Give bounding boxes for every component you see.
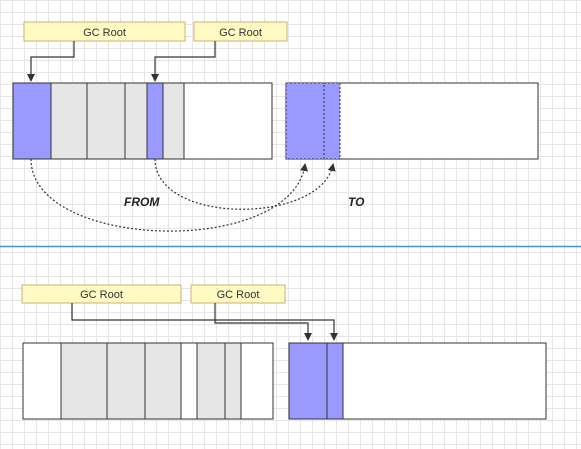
copied-object-placeholder: [323, 82, 341, 160]
bottom-gc-root-1: GC Root: [21, 284, 182, 304]
top-gc-root-1: GC Root: [23, 21, 186, 42]
bottom-panel: GC Root GC Root: [21, 284, 547, 420]
gc-root-label: GC Root: [217, 289, 260, 301]
garbage-object-block: [162, 82, 185, 160]
gc-root-box: [190, 284, 286, 304]
copy-arrow: [30, 158, 308, 232]
garbage-object-block: [124, 82, 148, 160]
to-label: TO: [348, 195, 365, 209]
garbage-object-block: [60, 342, 108, 420]
copied-object-placeholder: [285, 82, 325, 160]
gc-root-label: GC Root: [80, 289, 123, 301]
garbage-object-block: [86, 82, 126, 160]
from-space: [12, 82, 273, 160]
top-gc-root-2: GC Root: [193, 21, 288, 42]
garbage-object-block: [224, 342, 242, 420]
garbage-object-block: [196, 342, 226, 420]
garbage-object-block: [50, 82, 88, 160]
from-label: FROM: [124, 195, 160, 209]
live-object-block: [12, 82, 52, 160]
live-object-block: [326, 342, 344, 420]
root-reference-arrow: [71, 303, 338, 341]
root-reference-arrow: [151, 41, 216, 82]
gc-root-label: GC Root: [219, 27, 262, 39]
root-reference-arrow: [27, 41, 75, 82]
garbage-object-block: [106, 342, 146, 420]
gc-root-box: [193, 21, 288, 42]
cleared-from-space: [22, 342, 274, 420]
top-panel: GC Root GC Root FROM TO: [12, 21, 539, 232]
live-object-block: [146, 82, 164, 160]
copy-arrow: [154, 158, 336, 210]
to-space: [285, 82, 539, 160]
live-object-block: [288, 342, 328, 420]
gc-root-label: GC Root: [83, 27, 126, 39]
garbage-object-block: [144, 342, 182, 420]
gc-root-box: [23, 21, 186, 42]
root-reference-arrow: [214, 303, 312, 341]
populated-to-space: [288, 342, 547, 420]
bottom-gc-root-2: GC Root: [190, 284, 286, 304]
gc-root-box: [21, 284, 182, 304]
